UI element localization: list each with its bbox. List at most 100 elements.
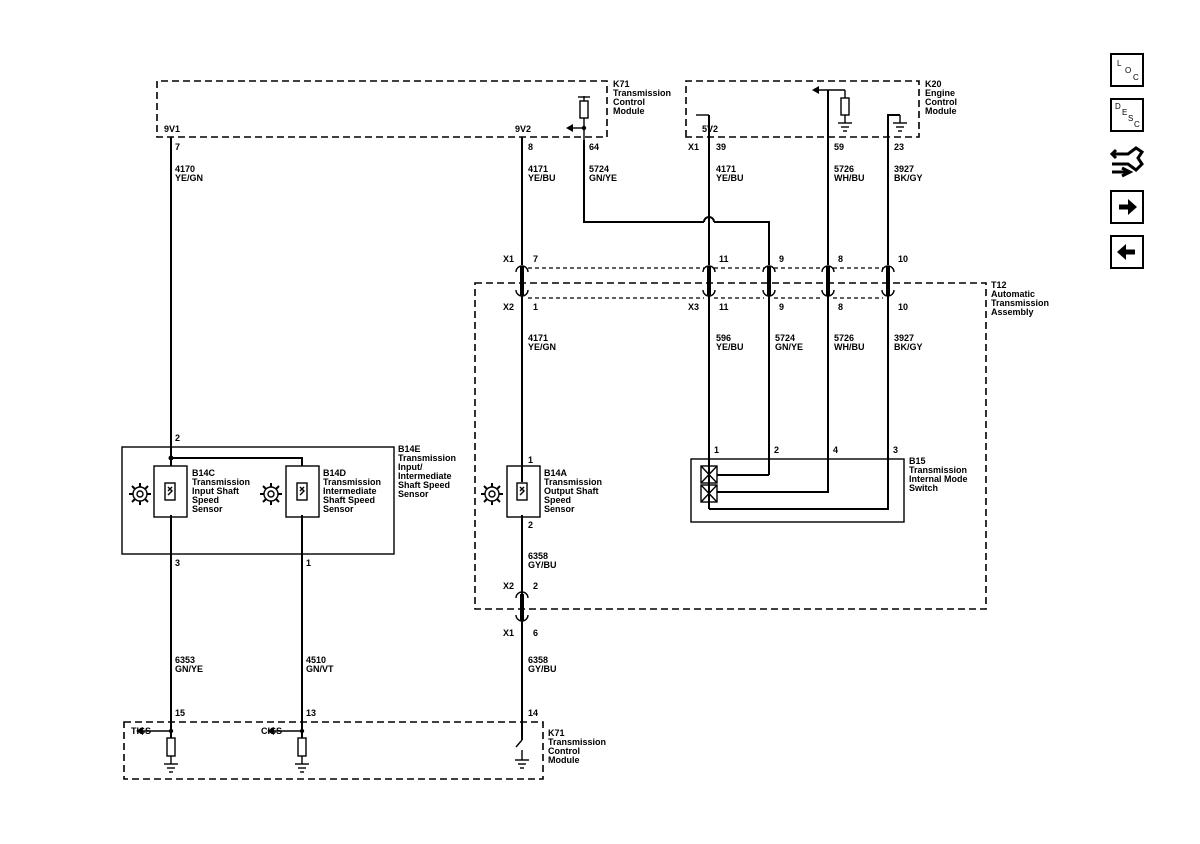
- label-wires-w5724a-color: GN/YE: [589, 173, 617, 183]
- connector-end-view-button[interactable]: [1108, 142, 1146, 180]
- diagram-line: [515, 265, 529, 273]
- connector-x2-x1-lower: [515, 591, 529, 622]
- supply-9v2: 9V2: [515, 124, 531, 134]
- label-components-b15-lines-2: Switch: [909, 483, 938, 493]
- diagram-line: [515, 739, 523, 748]
- label-pins-x1_6: 6: [533, 628, 538, 638]
- loc-button[interactable]: L O C: [1110, 53, 1144, 87]
- diagram-line: [702, 289, 716, 297]
- connector-x2-lower-label: X2: [503, 581, 514, 591]
- label-pins-k71b_14: 14: [528, 708, 538, 718]
- label-pins-b14e_3: 3: [175, 558, 180, 568]
- module-t12: T12 Automatic Transmission Assembly: [474, 280, 1049, 610]
- desc-button[interactable]: D E S C: [1110, 98, 1144, 132]
- diagram-line: [474, 282, 987, 610]
- label-pins-b15_4: 4: [833, 445, 838, 455]
- diagram-line: [881, 289, 895, 297]
- label-wires-w4170-circuit: 4170: [175, 164, 195, 174]
- diagram-line: [702, 265, 716, 273]
- signal-arrow-icon: [566, 124, 573, 132]
- module-b14e: B14E Transmission Input/ Intermediate Sh…: [121, 444, 456, 555]
- connector-end-view-icon: [1109, 146, 1145, 178]
- label-modules-k20-lines-2: Module: [925, 106, 957, 116]
- label-pins-k71b_13: 13: [306, 708, 316, 718]
- label-pins-x1_9: 9: [779, 254, 784, 264]
- diagram-line: [690, 458, 905, 523]
- diagram-line: [121, 446, 395, 555]
- diagram-line: [700, 465, 718, 484]
- label-modules-k20-lines-0: Engine: [925, 88, 955, 98]
- diagram-line: [481, 483, 503, 505]
- label-pins-x1_8: 8: [838, 254, 843, 264]
- diagram-line: [168, 728, 174, 734]
- label-wires-w6353-color: GN/YE: [175, 664, 203, 674]
- label-components-b15-lines-1: Internal Mode: [909, 474, 968, 484]
- label-components-b14c-lines-0: Transmission: [192, 477, 250, 487]
- diagram-line: [153, 465, 188, 518]
- label-modules-b14e-lines-1: Input/: [398, 462, 423, 472]
- label-pins-k20_39: 39: [716, 142, 726, 152]
- label-pins-b14a_1: 1: [528, 455, 533, 465]
- label-wires-w5724b-color: GN/YE: [775, 342, 803, 352]
- label-wires-w3927b-circuit: 3927: [894, 333, 914, 343]
- label-pins-x1_11: 11: [719, 254, 729, 264]
- label-modules-b14e-lines-2: Intermediate: [398, 471, 452, 481]
- diagram-line: [136, 490, 144, 498]
- label-wires-w6358a-circuit: 6358: [528, 551, 548, 561]
- label-wires-w4171a-circuit: 4171: [528, 164, 548, 174]
- tiss-input: TISS: [131, 726, 178, 773]
- label-modules-k71_top-lines-2: Module: [613, 106, 645, 116]
- diagram-line: [881, 265, 895, 273]
- wire-b14e-common: [171, 457, 303, 466]
- connector-x1-x2-row: [515, 265, 895, 299]
- label-components-b14d-lines-2: Shaft Speed: [323, 495, 375, 505]
- label-wires-w4510-color: GN/VT: [306, 664, 334, 674]
- label-wires-w5726b-color: WH/BU: [834, 342, 865, 352]
- diagram-line: [579, 100, 589, 119]
- label-wires-w6358b-color: GY/BU: [528, 664, 557, 674]
- label-wires-w6353-circuit: 6353: [175, 655, 195, 665]
- connector-x2-label: X2: [503, 302, 514, 312]
- diagram-line: [263, 486, 279, 502]
- label-pins-b14e_2: 2: [175, 433, 180, 443]
- wire-3927-bottom: [709, 292, 889, 510]
- label-pins-x1_10: 10: [898, 254, 908, 264]
- label-components-b15-id: B15: [909, 456, 926, 466]
- loc-icon: L O C: [1117, 59, 1139, 82]
- label-modules-t12-lines-0: Automatic: [991, 289, 1035, 299]
- label-wires-w5724b-circuit: 5724: [775, 333, 795, 343]
- label-pins-b15_1: 1: [714, 445, 719, 455]
- wire-5726-bottom: [717, 292, 829, 493]
- diagram-line: [164, 482, 176, 501]
- diagram-line: [285, 465, 320, 518]
- label-modules-k71_bottom-lines-1: Control: [548, 746, 580, 756]
- k71-pin14-switch-ground: [515, 739, 529, 769]
- previous-button[interactable]: [1110, 235, 1144, 269]
- label-wires-w5726b-circuit: 5726: [834, 333, 854, 343]
- label-pins-k71_8: 8: [528, 142, 533, 152]
- label-components-b14d-id: B14D: [323, 468, 347, 478]
- next-arrow-icon: [1119, 199, 1137, 215]
- label-modules-k20-lines-1: Control: [925, 97, 957, 107]
- label-wires-w5726a-circuit: 5726: [834, 164, 854, 174]
- label-pins-k20_59: 59: [834, 142, 844, 152]
- diagram-line: [515, 614, 529, 622]
- sensor-b14d: B14D Transmission Intermediate Shaft Spe…: [260, 465, 381, 518]
- label-pins-b15_2: 2: [774, 445, 779, 455]
- label-modules-t12-lines-1: Transmission: [991, 298, 1049, 308]
- label-modules-t12-lines-2: Assembly: [991, 307, 1034, 317]
- label-pins-x1_7: 7: [533, 254, 538, 264]
- label-components-b14c-lines-1: Input Shaft: [192, 486, 239, 496]
- sensor-b14c: B14C Transmission Input Shaft Speed Sens…: [129, 465, 250, 518]
- diagram-line: [132, 486, 148, 502]
- next-button[interactable]: [1110, 190, 1144, 224]
- connector-x3-label: X3: [688, 302, 699, 312]
- label-components-b14d-lines-0: Transmission: [323, 477, 381, 487]
